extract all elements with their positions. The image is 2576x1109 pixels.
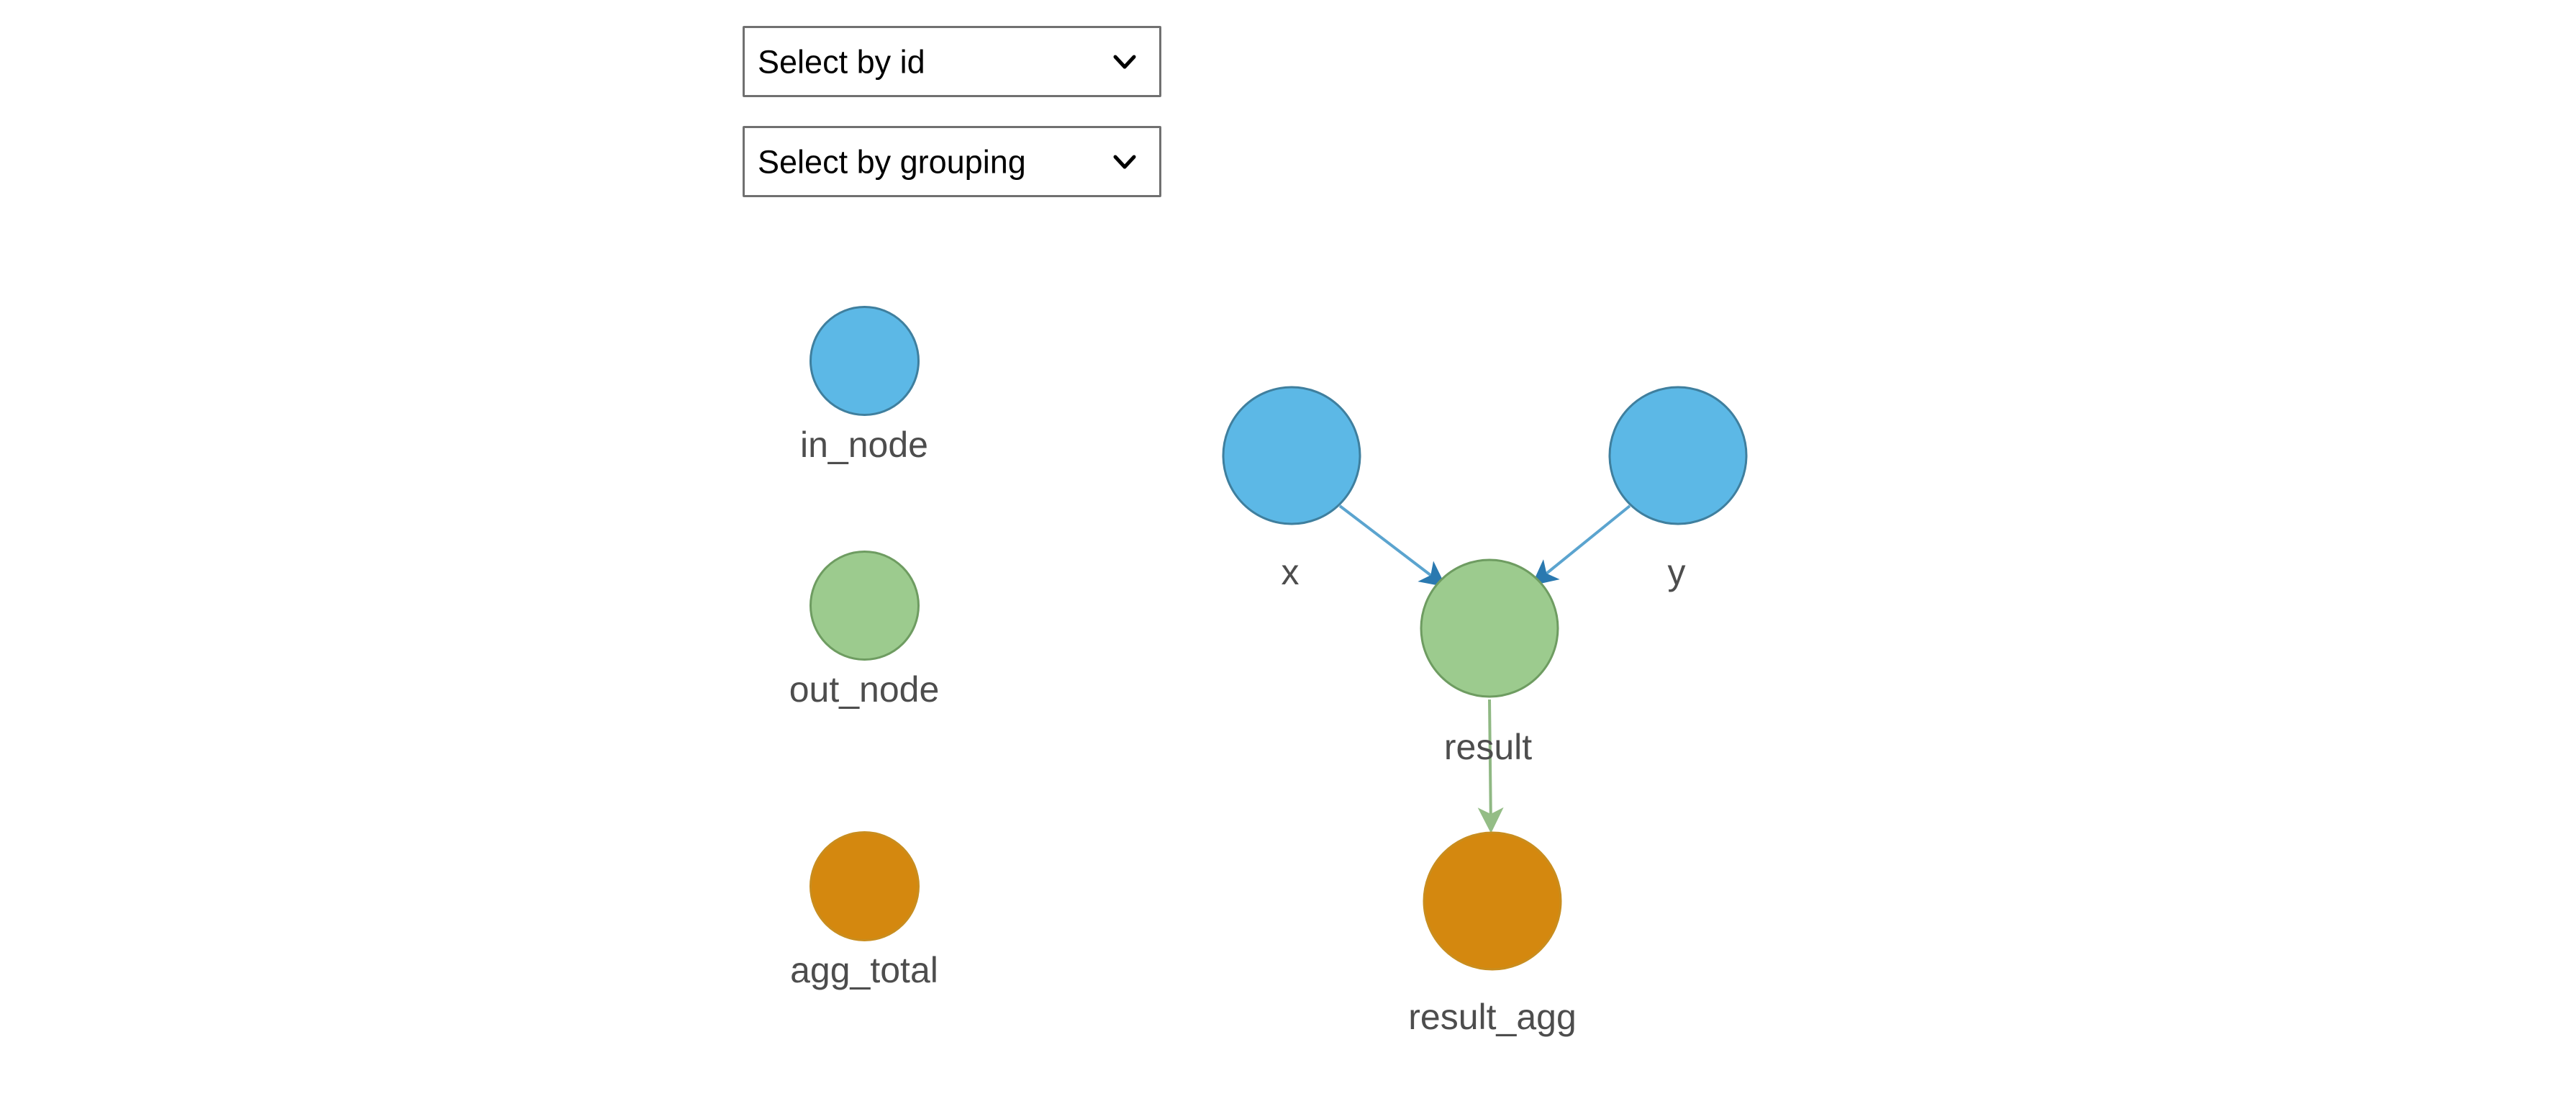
legend-label-in-node: in_node <box>800 425 928 465</box>
agg-total-color-swatch <box>809 831 920 941</box>
graph-node-label-x: x <box>1282 552 1300 592</box>
graph-node-result[interactable] <box>1420 558 1559 698</box>
select-by-grouping-value: Select by grouping <box>758 143 1026 180</box>
graph-node-x[interactable] <box>1222 386 1361 525</box>
legend-item-agg-total[interactable]: agg_total <box>713 831 1015 990</box>
legend-item-out-node[interactable]: out_node <box>713 551 1015 709</box>
edge-x-to-result[interactable] <box>1338 504 1446 587</box>
chevron-down-icon <box>1110 148 1139 176</box>
out-node-color-swatch <box>809 551 920 661</box>
select-by-id-value: Select by id <box>758 43 925 80</box>
legend-label-agg-total: agg_total <box>790 950 938 990</box>
edge-result-to-result-agg[interactable] <box>1477 699 1504 833</box>
graph-edge-labels: result <box>1444 727 1532 767</box>
in-node-color-swatch <box>809 306 920 416</box>
graph-edges <box>1338 504 1631 833</box>
legend-item-in-node[interactable]: in_node <box>713 306 1015 464</box>
graph-node-label-result-agg: result_agg <box>1408 997 1577 1037</box>
select-by-id-dropdown[interactable]: Select by id <box>743 26 1161 97</box>
chevron-down-icon <box>1110 47 1139 76</box>
graph-node-labels: x y result_agg <box>1282 552 1686 1037</box>
graph-node-y[interactable] <box>1608 386 1748 525</box>
graph-edge-label-result: result <box>1444 727 1532 767</box>
graph-nodes <box>1222 386 1748 971</box>
select-by-grouping-dropdown[interactable]: Select by grouping <box>743 126 1161 197</box>
legend-label-out-node: out_node <box>789 669 940 710</box>
edge-y-to-result[interactable] <box>1531 504 1631 586</box>
graph-node-result-agg[interactable] <box>1423 831 1562 971</box>
graph-node-label-y: y <box>1668 552 1686 592</box>
selection-controls-panel: Select by id Select by grouping <box>743 26 1161 226</box>
